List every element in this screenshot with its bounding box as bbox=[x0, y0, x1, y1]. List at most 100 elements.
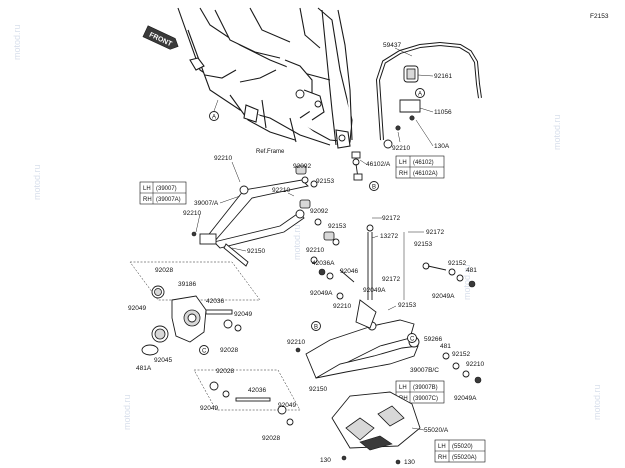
ref-frame-label: Ref.Frame bbox=[256, 149, 285, 155]
label-92210-b: 92210 bbox=[214, 155, 232, 162]
callout-b-link: B bbox=[369, 181, 379, 191]
svg-text:C: C bbox=[202, 349, 207, 355]
front-arrow-marker: FRONT bbox=[142, 25, 179, 50]
label-92045: 92045 bbox=[154, 357, 172, 364]
svg-text:RH: RH bbox=[438, 455, 447, 461]
label-92049-a: 92049 bbox=[128, 305, 146, 312]
label-59266: 59266 bbox=[424, 336, 442, 343]
watermark-2: motod.ru bbox=[32, 164, 42, 200]
label-92028-b: 92028 bbox=[220, 347, 238, 354]
label-130A: 130A bbox=[434, 143, 450, 150]
label-92210-g: 92210 bbox=[466, 361, 484, 368]
svg-text:LH: LH bbox=[438, 444, 446, 450]
label-11056: 11056 bbox=[434, 109, 452, 116]
label-92161: 92161 bbox=[434, 73, 452, 80]
label-481-a: 481 bbox=[466, 267, 477, 274]
label-42036-b: 42036 bbox=[248, 387, 266, 394]
label-92092-a: 92092 bbox=[293, 163, 311, 170]
label-92210-a: 92210 bbox=[392, 145, 410, 152]
svg-text:(39007B): (39007B) bbox=[413, 385, 438, 391]
callout-a-frame: A bbox=[209, 99, 219, 121]
svg-text:(46102): (46102) bbox=[413, 160, 434, 166]
label-92092-b: 92092 bbox=[310, 208, 328, 215]
lower-left-bushings bbox=[193, 369, 301, 426]
svg-text:LH: LH bbox=[399, 385, 407, 391]
svg-text:A: A bbox=[418, 92, 422, 98]
stabilizer-bar bbox=[375, 41, 482, 149]
svg-text:(39007): (39007) bbox=[156, 186, 177, 192]
label-39007A: 39007/A bbox=[194, 200, 219, 207]
label-92049A-b: 92049A bbox=[363, 287, 386, 294]
label-130-b: 130 bbox=[404, 459, 415, 466]
side-table-55020: LH (55020) RH (55020A) bbox=[434, 439, 486, 463]
label-92049A-d: 92049A bbox=[454, 395, 477, 402]
svg-text:B: B bbox=[314, 325, 318, 331]
watermark-4: motod.ru bbox=[292, 224, 302, 260]
label-92152-b: 92152 bbox=[452, 351, 470, 358]
label-92210-e: 92210 bbox=[306, 247, 324, 254]
svg-text:(55020): (55020) bbox=[452, 444, 473, 450]
steering-link bbox=[366, 224, 405, 300]
label-92210-h: 92210 bbox=[287, 339, 305, 346]
svg-text:B: B bbox=[372, 185, 376, 191]
skid-plate-guard bbox=[331, 391, 421, 451]
watermark-6: motod.ru bbox=[552, 114, 562, 150]
watermark-1: motod.ru bbox=[12, 24, 22, 60]
label-92150-b: 92150 bbox=[309, 386, 327, 393]
svg-text:C: C bbox=[410, 337, 415, 343]
watermark-layer: motod.ru motod.ru motod.ru motod.ru moto… bbox=[12, 24, 602, 430]
knuckle-assembly bbox=[129, 261, 261, 356]
watermark-7: motod.ru bbox=[592, 384, 602, 420]
label-92046: 92046 bbox=[340, 268, 358, 275]
svg-text:LH: LH bbox=[399, 160, 407, 166]
label-92049A-a: 92049A bbox=[310, 290, 333, 297]
svg-text:RH: RH bbox=[399, 171, 408, 177]
lower-a-arm bbox=[305, 299, 420, 379]
figure-code: F2153 bbox=[590, 13, 609, 20]
label-92172-c: 92172 bbox=[382, 276, 400, 283]
side-table-46102: LH (46102) RH (46102A) bbox=[395, 155, 445, 179]
label-92172-b: 92172 bbox=[426, 229, 444, 236]
label-59437: 59437 bbox=[383, 42, 401, 49]
label-92210-c: 92210 bbox=[272, 187, 290, 194]
upper-a-arm bbox=[199, 179, 309, 249]
svg-text:(39007A): (39007A) bbox=[156, 197, 181, 203]
vehicle-frame bbox=[177, 7, 353, 149]
watermark-3: motod.ru bbox=[122, 394, 132, 430]
label-92210-f: 92210 bbox=[333, 303, 351, 310]
label-481A: 481A bbox=[136, 365, 152, 372]
label-92049-d: 92049 bbox=[278, 402, 296, 409]
label-92049-b: 92049 bbox=[234, 311, 252, 318]
label-92150-a: 92150 bbox=[247, 248, 265, 255]
label-92152-a: 92152 bbox=[448, 260, 466, 267]
callout-a-bracket: A bbox=[415, 88, 425, 98]
callout-b-lower: B bbox=[311, 321, 321, 331]
upper-bushings bbox=[295, 165, 340, 246]
side-table-39007: LH (39007) RH (39007A) bbox=[139, 181, 187, 205]
svg-text:A: A bbox=[212, 115, 216, 121]
label-92028-c: 92028 bbox=[216, 368, 234, 375]
label-39007BC: 39007B/C bbox=[410, 367, 439, 374]
callout-c-knuckle: C bbox=[199, 345, 209, 355]
label-92028-d: 92028 bbox=[262, 435, 280, 442]
label-92210-d: 92210 bbox=[183, 210, 201, 217]
label-13272: 13272 bbox=[380, 233, 398, 240]
stabilizer-link bbox=[351, 151, 363, 181]
svg-text:(46102A): (46102A) bbox=[413, 171, 438, 177]
label-92049A-c: 92049A bbox=[432, 293, 455, 300]
label-39186: 39186 bbox=[178, 281, 196, 288]
watermark-5: motod.ru bbox=[462, 264, 472, 300]
label-130-a: 130 bbox=[320, 457, 331, 464]
callout-c-lower: C bbox=[407, 333, 417, 343]
svg-text:(55020A): (55020A) bbox=[452, 455, 477, 461]
label-92153-d: 92153 bbox=[398, 302, 416, 309]
label-46102A: 46102/A bbox=[366, 161, 391, 168]
label-92049-c: 92049 bbox=[200, 405, 218, 412]
mid-hardware bbox=[310, 256, 476, 300]
label-92172-a: 92172 bbox=[382, 215, 400, 222]
label-92153-c: 92153 bbox=[414, 241, 432, 248]
svg-text:LH: LH bbox=[143, 186, 151, 192]
label-42036A: 42036A bbox=[312, 260, 335, 267]
label-92028-a: 92028 bbox=[155, 267, 173, 274]
